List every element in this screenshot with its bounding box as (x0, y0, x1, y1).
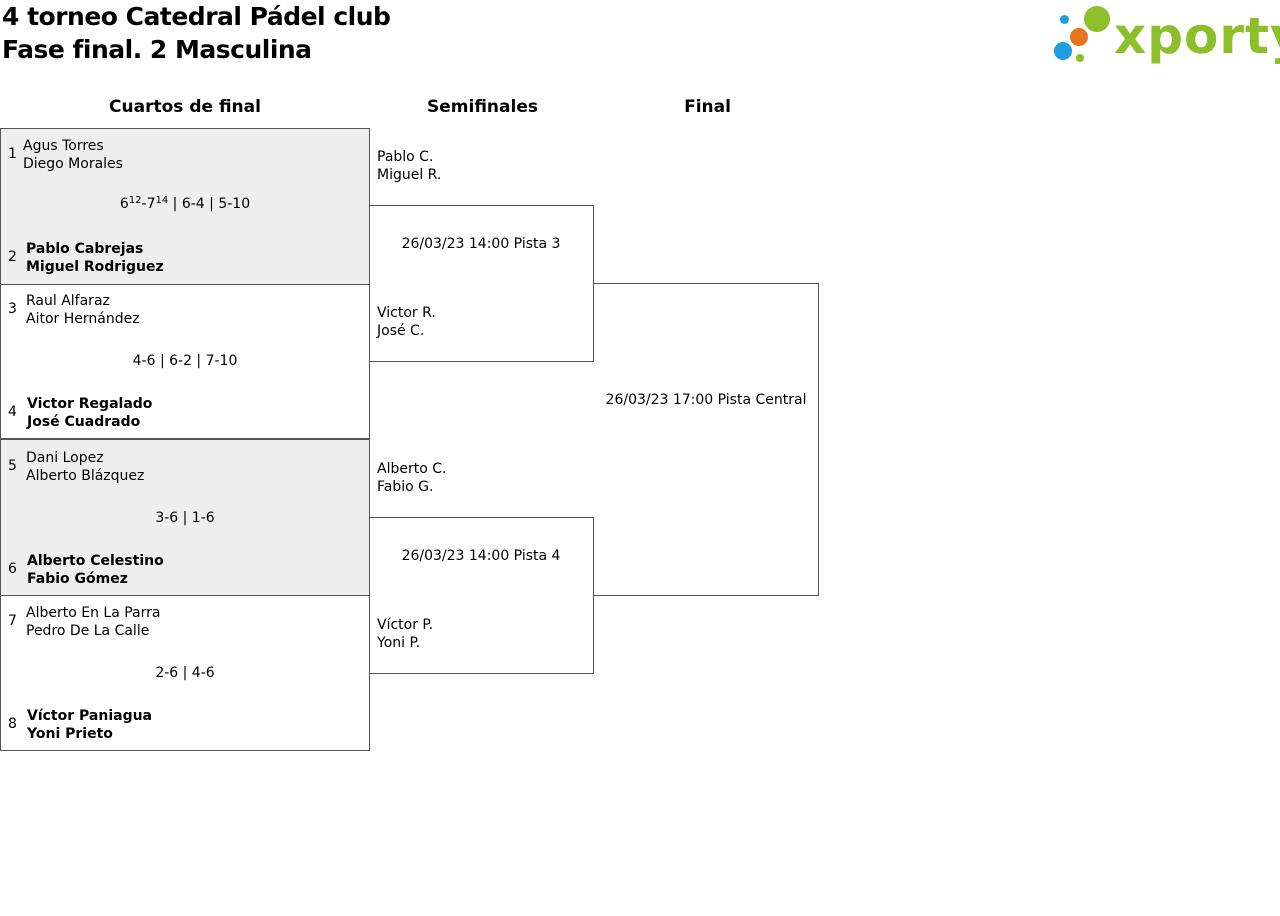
player-name: Fabio Gómez (27, 571, 128, 587)
logo-orange-dot-icon (1070, 28, 1088, 46)
player-name: Pablo C. (377, 149, 434, 165)
match-score: 2-6 | 4-6 (155, 665, 215, 681)
player-name: Alberto Celestino (27, 553, 164, 569)
semifinal-match-1[interactable]: 26/03/23 14:00 Pista 3 (369, 205, 594, 362)
xporty-logo[interactable]: xporty (1050, 4, 1280, 68)
player-name: Víctor Paniagua (27, 708, 153, 724)
logo-small-green-dot-icon (1076, 54, 1084, 62)
team-bottom-winner[interactable]: Victor Regalado José Cuadrado (27, 395, 152, 431)
player-name: Alberto Blázquez (26, 468, 145, 484)
seed-number: 5 (8, 458, 17, 474)
quarterfinal-match-2[interactable]: 3 Raul Alfaraz Aitor Hernández 4-6 | 6-2… (0, 283, 370, 439)
player-name: Dani Lopez (26, 450, 104, 466)
player-name: Víctor P. (377, 617, 434, 633)
final-match[interactable]: 26/03/23 17:00 Pista Central (594, 283, 819, 596)
match-score: 4-6 | 6-2 | 7-10 (132, 353, 238, 369)
player-name: Raul Alfaraz (26, 293, 110, 309)
player-name: Yoni P. (377, 635, 421, 651)
team-top[interactable]: Dani Lopez Alberto Blázquez (26, 449, 144, 485)
player-name: Aitor Hernández (26, 311, 140, 327)
round-heading-final: Final (684, 97, 731, 117)
player-name: Miguel Rodriguez (26, 259, 164, 275)
match-score: 612-714 | 6-4 | 5-10 (119, 195, 251, 213)
logo-small-blue-dot-icon (1060, 15, 1069, 24)
seed-number: 4 (8, 404, 17, 420)
team-top[interactable]: Agus Torres Diego Morales (23, 137, 123, 173)
team-bottom-winner[interactable]: Víctor Paniagua Yoni Prieto (27, 707, 152, 743)
team-bottom-winner[interactable]: Pablo Cabrejas Miguel Rodriguez (26, 240, 164, 276)
seed-number: 2 (8, 249, 17, 265)
team-top[interactable]: Raul Alfaraz Aitor Hernández (26, 292, 140, 328)
seed-number: 7 (8, 613, 17, 629)
semifinal-2-team-top[interactable]: Alberto C. Fabio G. (377, 460, 446, 496)
player-name: Fabio G. (377, 479, 434, 495)
match-schedule: 26/03/23 14:00 Pista 3 (401, 236, 561, 252)
quarterfinal-match-1[interactable]: 1 Agus Torres Diego Morales 612-714 | 6-… (0, 128, 370, 285)
match-score: 3-6 | 1-6 (155, 510, 215, 526)
player-name: Yoni Prieto (27, 726, 113, 742)
seed-number: 1 (8, 146, 17, 162)
player-name: Victor R. (377, 305, 436, 321)
seed-number: 6 (8, 561, 17, 577)
quarterfinal-match-4[interactable]: 7 Alberto En La Parra Pedro De La Calle … (0, 595, 370, 751)
team-bottom-winner[interactable]: Alberto Celestino Fabio Gómez (27, 552, 164, 588)
match-schedule: 26/03/23 14:00 Pista 4 (401, 548, 561, 564)
semifinal-1-team-bottom[interactable]: Victor R. José C. (377, 304, 436, 340)
player-name: Agus Torres (23, 138, 104, 154)
logo-blue-dot-icon (1054, 42, 1072, 60)
round-heading-semifinals: Semifinales (427, 97, 538, 117)
semifinal-2-team-bottom[interactable]: Víctor P. Yoni P. (377, 616, 433, 652)
match-schedule: 26/03/23 17:00 Pista Central (605, 392, 807, 408)
player-name: Victor Regalado (27, 396, 153, 412)
player-name: José Cuadrado (27, 414, 141, 430)
team-top[interactable]: Alberto En La Parra Pedro De La Calle (26, 604, 160, 640)
logo-wordmark: xporty (1114, 7, 1280, 65)
player-name: José C. (377, 323, 425, 339)
player-name: Diego Morales (23, 156, 123, 172)
player-name: Pedro De La Calle (26, 623, 150, 639)
round-heading-quarterfinals: Cuartos de final (109, 97, 261, 117)
phase-subtitle: Fase final. 2 Masculina (2, 35, 312, 64)
tournament-title: 4 torneo Catedral Pádel club (2, 2, 391, 31)
logo-green-dot-icon (1084, 6, 1110, 32)
seed-number: 3 (8, 301, 17, 317)
player-name: Miguel R. (377, 167, 442, 183)
semifinal-match-2[interactable]: 26/03/23 14:00 Pista 4 (369, 517, 594, 674)
player-name: Pablo Cabrejas (26, 241, 144, 257)
player-name: Alberto En La Parra (26, 605, 161, 621)
semifinal-1-team-top[interactable]: Pablo C. Miguel R. (377, 148, 441, 184)
seed-number: 8 (8, 716, 17, 732)
quarterfinal-match-3[interactable]: 5 Dani Lopez Alberto Blázquez 3-6 | 1-6 … (0, 439, 370, 596)
player-name: Alberto C. (377, 461, 447, 477)
